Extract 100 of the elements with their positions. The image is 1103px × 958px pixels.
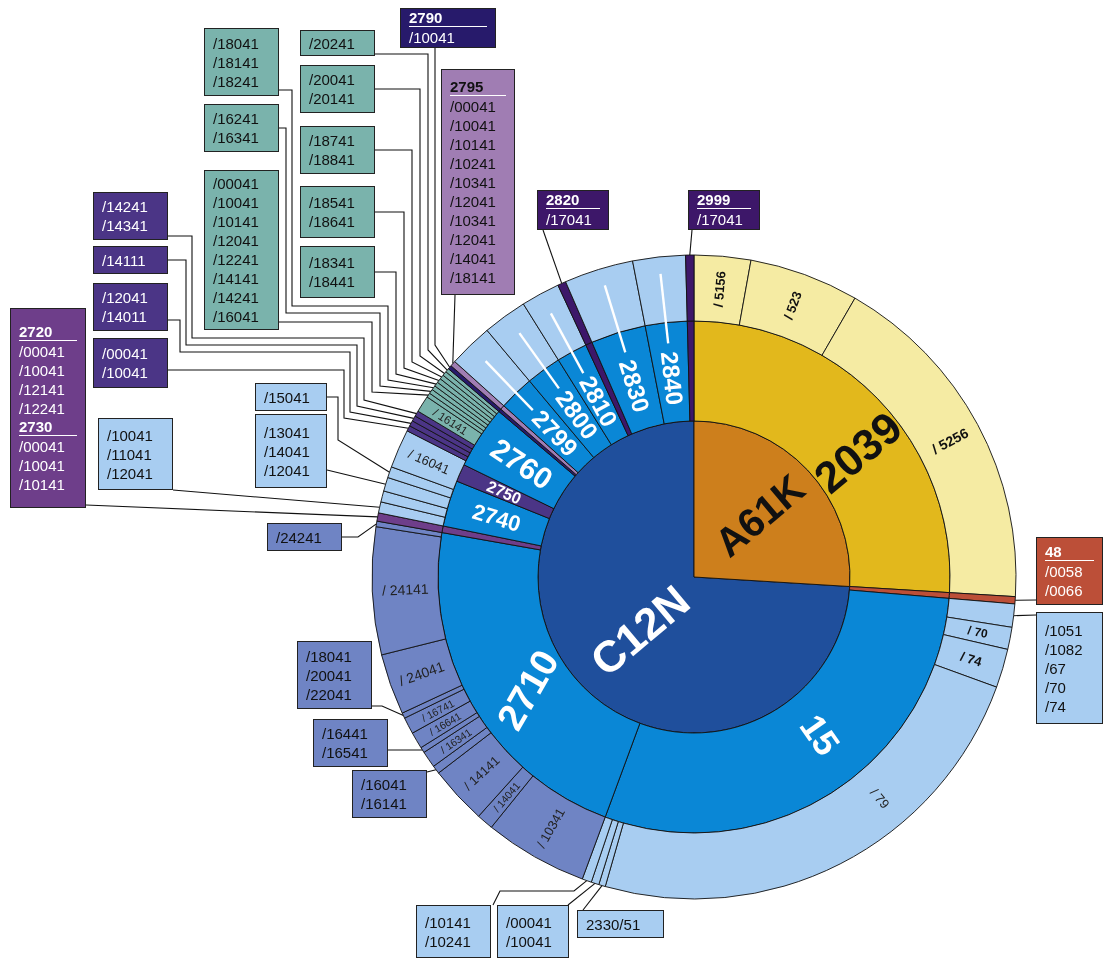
leader-line [278,89,435,389]
segment-label: / 5256 [929,424,972,458]
ring-segment [376,512,444,533]
ring-segment [486,303,559,382]
segment-label: / 24141 [381,580,429,599]
code-label: /0066 [1045,580,1083,600]
code-label: /12041 [107,463,153,483]
code-label: /00041 [213,174,259,193]
code-label: /00041 [506,912,552,932]
callout-box [688,190,760,230]
leader-line [278,127,432,392]
code-label: /18341 [309,253,355,272]
ring-segment [581,816,613,883]
code-label: /18041 [213,33,259,53]
leader-line [167,319,412,424]
code-label: /00041 [102,344,148,363]
group-heading: 2999 [697,191,751,209]
ring-segment [380,490,448,518]
code-label: /14141 [213,269,259,288]
segment-label: / 16041 [406,446,452,478]
callout-box [300,186,375,238]
leader-line [326,396,391,473]
leader-line [341,523,377,538]
group-heading: 2720 [19,322,77,341]
segment-label: / 24041 [396,658,447,689]
ring-segment [686,320,695,422]
ring-segment [378,501,446,527]
code-label: /00041 [19,341,65,361]
callout-box [416,905,491,958]
code-label: /10241 [425,931,471,951]
leader-line [434,47,451,368]
segment-label: / 523 [780,289,805,322]
leader-line [426,769,437,773]
code-label: /24241 [276,527,322,547]
callout-box [267,523,342,551]
callout-box [1036,537,1103,605]
code-label: /10041 [213,193,259,212]
callout-box [204,28,279,96]
callout-box [93,246,168,274]
code-label: /18441 [309,272,355,291]
code-label: /14241 [213,288,259,307]
code-label: /14011 [102,307,147,326]
code-label: /13041 [264,422,310,442]
code-label: /10041 [102,363,148,382]
code-label: /17041 [546,210,592,229]
leader-line [278,321,429,396]
code-label: /67 [1045,658,1066,678]
callout-box [400,8,496,48]
segment-label: / 74 [958,648,984,670]
ring-segment [946,597,1016,628]
callout-box [10,308,86,508]
leader-line [1014,599,1037,601]
ring-segment [685,254,695,322]
group-heading: 2790 [409,9,487,27]
code-label: /18641 [309,212,355,231]
ring-segment [454,329,530,407]
ring-segment [557,281,593,346]
callout-box [255,414,327,488]
callout-box [300,126,375,174]
callout-box [204,170,279,330]
callout-box [255,383,327,411]
code-label: /16441 [322,724,368,743]
code-label: /16041 [361,775,407,794]
code-label: /10041 [19,360,65,380]
code-label: /12041 [213,231,259,250]
leader-line [492,880,588,906]
code-label: /18541 [309,193,355,212]
callout-box [300,30,375,56]
segment-label: / 70 [966,623,989,641]
code-label: /14041 [264,441,310,461]
code-label: /16541 [322,743,368,762]
callout-box [577,910,664,938]
code-label: /16141 [361,794,407,813]
leader-line [1013,614,1037,617]
leader-line [167,235,418,415]
leader-line [371,705,404,717]
callout-box [300,65,375,113]
group-heading: 2730 [19,417,77,436]
ring-segment [522,284,587,361]
code-label: /12241 [19,398,65,418]
code-label: /17041 [697,210,743,229]
segment-label: 15 [791,706,849,764]
code-label: /12041 [102,288,148,307]
code-label: /1051 [1045,620,1083,640]
code-label: /00041 [450,96,496,116]
code-label: /10141 [425,912,471,932]
code-label: /18141 [213,52,259,72]
code-label: /12041 [450,229,496,249]
leader-line [326,469,387,485]
leader-line [689,229,693,256]
code-label: /16241 [213,109,259,128]
code-label: /74 [1045,696,1066,716]
leader-line [85,504,379,518]
code-label: /10141 [19,474,65,494]
leader-line [167,259,415,419]
code-label: /14341 [102,216,148,235]
callout-box [297,641,372,709]
code-label: /12241 [213,250,259,269]
leader-line [387,749,423,751]
code-label: /10241 [450,153,496,173]
